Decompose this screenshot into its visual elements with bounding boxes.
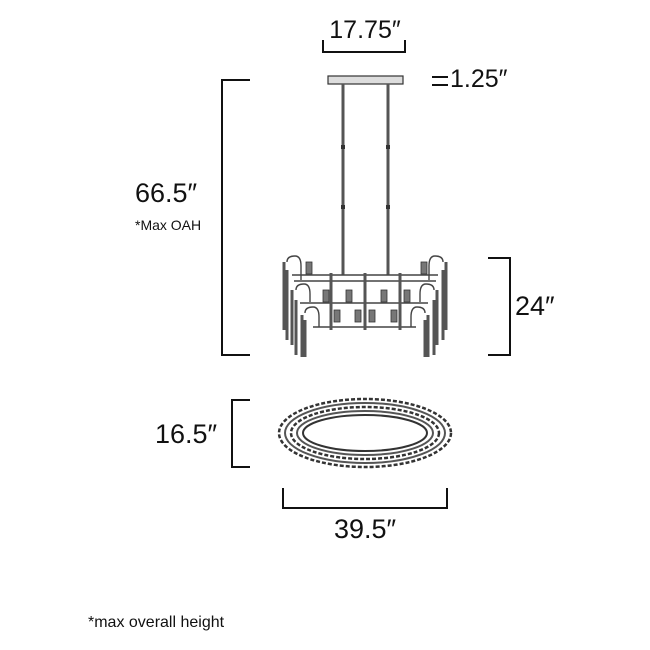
overall-height-label: 66.5″ [135, 178, 198, 208]
chandelier-front-view [282, 255, 448, 357]
chandelier-top-view [277, 397, 453, 469]
depth-bracket [231, 399, 250, 468]
suspension-rods [341, 84, 390, 275]
width-bracket [282, 488, 448, 509]
footnote: *max overall height [88, 614, 225, 631]
width-label: 39.5″ [334, 514, 397, 544]
overall-height-bracket [221, 79, 250, 356]
canopy-height-label: 1.25″ [450, 65, 508, 93]
overall-height-note: *Max OAH [135, 217, 201, 233]
canopy [327, 75, 404, 85]
canopy-width-bracket [322, 40, 406, 53]
fixture-height-bracket [488, 257, 511, 356]
fixture-height-label: 24″ [515, 291, 555, 321]
canopy-height-marks [432, 76, 448, 86]
depth-label: 16.5″ [155, 419, 218, 449]
canopy-width-label: 17.75″ [329, 16, 401, 44]
